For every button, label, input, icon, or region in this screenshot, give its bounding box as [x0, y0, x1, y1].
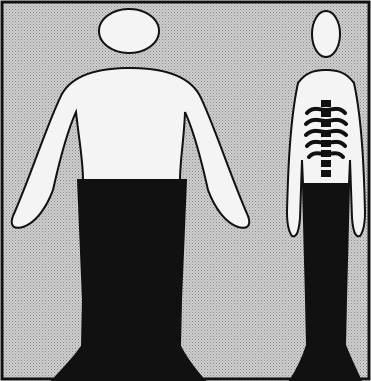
vertebra [321, 120, 331, 127]
vertebra [321, 170, 331, 177]
vertebra [321, 100, 331, 107]
vertebra [321, 110, 331, 117]
left-figure-head [99, 9, 159, 53]
vertebra [321, 140, 331, 147]
vertebra [321, 150, 331, 157]
vertebra [321, 130, 331, 137]
right-figure-head [312, 11, 340, 57]
vertebra [321, 160, 331, 167]
